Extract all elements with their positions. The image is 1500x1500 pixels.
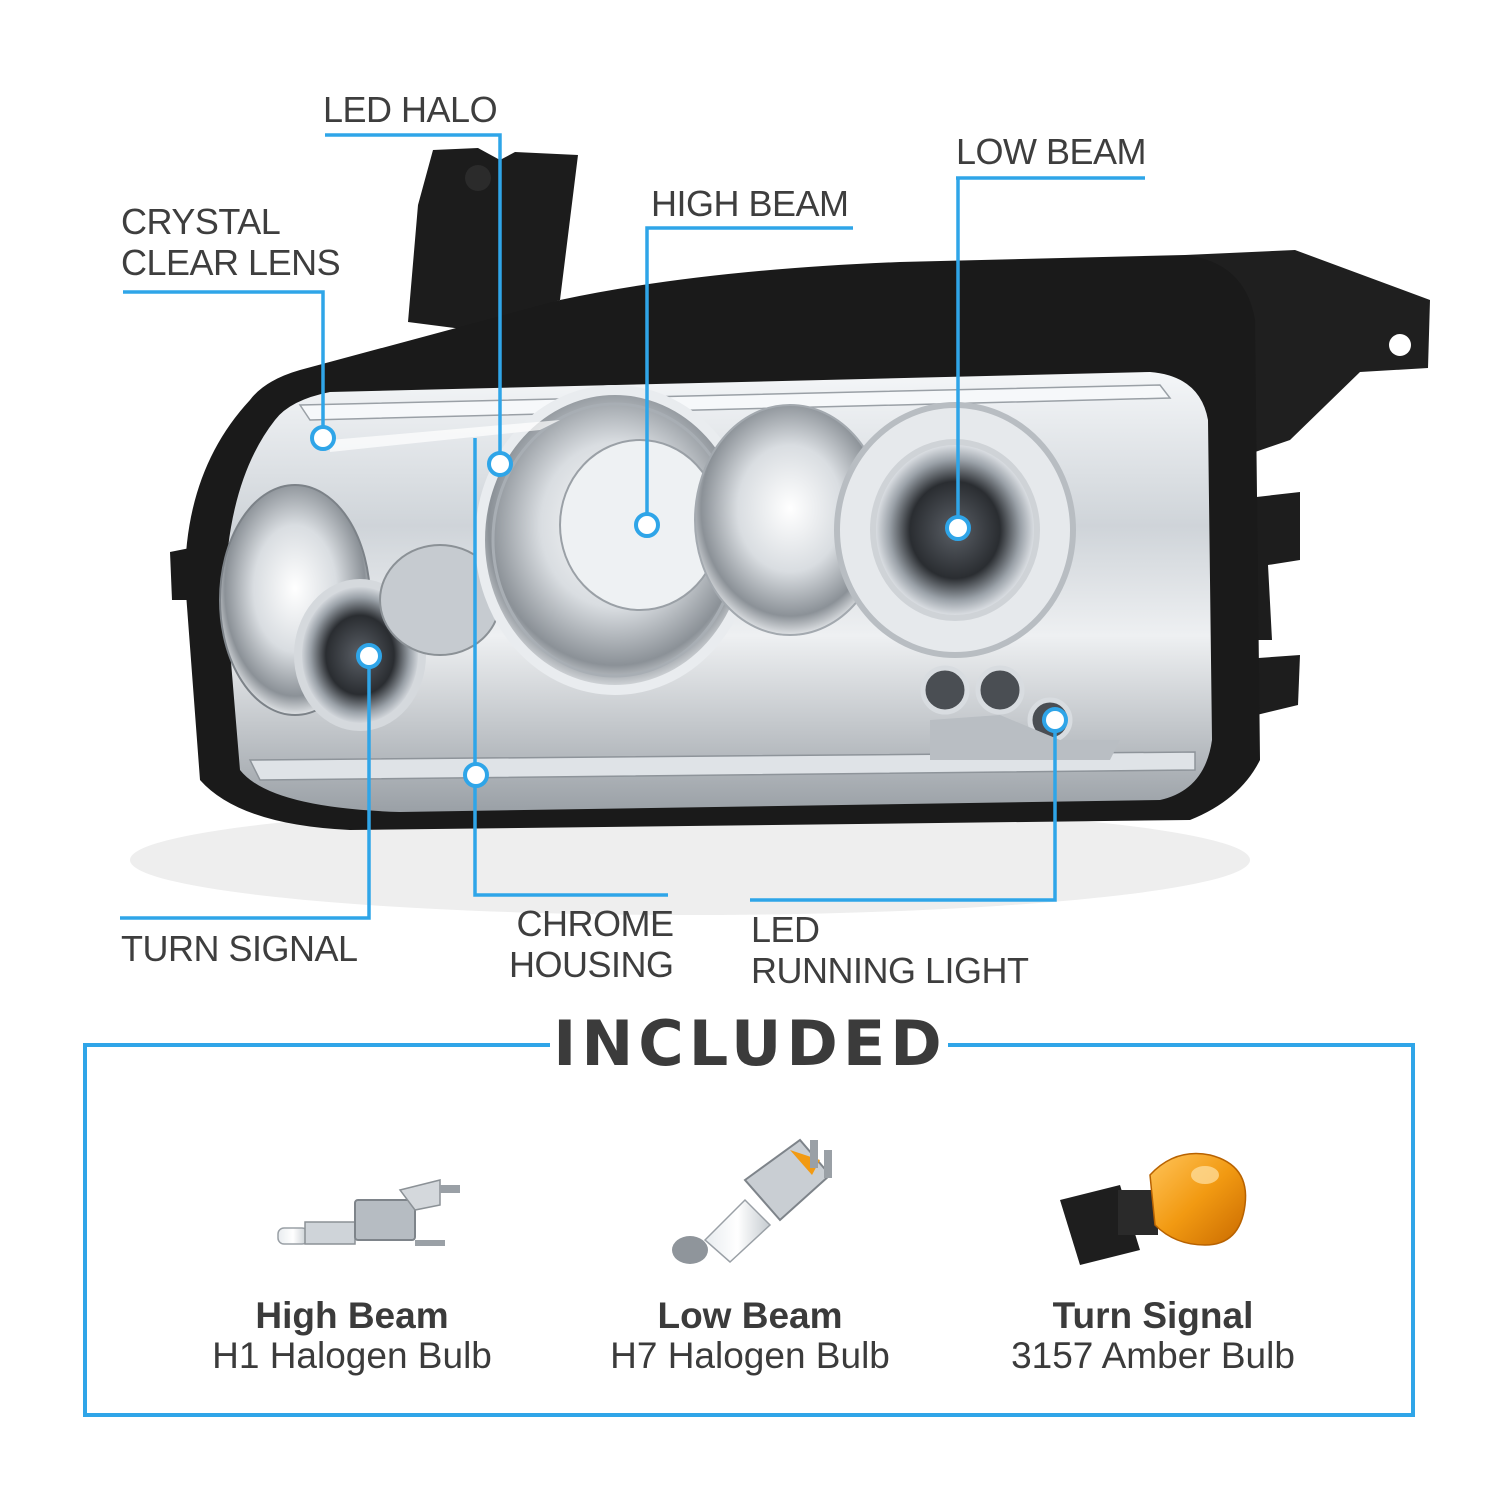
running-light-ring-1 <box>920 665 970 715</box>
label-led-halo-text: LED HALO <box>323 89 498 130</box>
crystal-lens-dot <box>310 425 336 451</box>
included-box <box>83 1043 1415 1417</box>
headlight-shadow <box>130 805 1250 915</box>
included-item-desc: 3157 Amber Bulb <box>1011 1335 1295 1376</box>
included-box-border <box>83 1043 1415 1417</box>
included-item-turn-signal: Turn Signal 3157 Amber Bulb <box>943 1296 1363 1376</box>
callout-dots <box>310 425 1068 788</box>
turn-signal-leader <box>120 656 371 920</box>
top-mount-screw <box>465 165 491 191</box>
label-chrome-line-2: HOUSING <box>509 944 674 985</box>
label-crystal-line-1: CRYSTAL <box>121 201 281 242</box>
label-high-beam-text: HIGH BEAM <box>651 183 849 224</box>
amber-bulb-icon <box>1060 1152 1247 1265</box>
included-item-name: High Beam <box>255 1295 449 1336</box>
included-item-desc: H7 Halogen Bulb <box>610 1335 890 1376</box>
led-halo-leader <box>325 133 502 464</box>
included-item-low-beam: Low Beam H7 Halogen Bulb <box>540 1296 960 1376</box>
label-crystal-clear-lens: CRYSTAL CLEAR LENS <box>121 201 341 283</box>
upper-chrome-bar <box>298 384 1172 421</box>
included-item-desc: H1 Halogen Bulb <box>212 1335 492 1376</box>
included-item-name: Low Beam <box>657 1295 843 1336</box>
label-running-line-2: RUNNING LIGHT <box>751 950 1029 991</box>
crystal-lens-leader <box>123 290 325 438</box>
headlight-image <box>130 148 1430 915</box>
lens-glare <box>330 420 560 452</box>
included-item-high-beam: High Beam H1 Halogen Bulb <box>142 1296 562 1376</box>
h7-bulb-icon <box>672 1138 832 1264</box>
turn-signal-dot <box>356 643 382 669</box>
label-low-beam: LOW BEAM <box>956 131 1147 172</box>
left-clip <box>170 548 195 600</box>
included-title: INCLUDED <box>553 1007 947 1080</box>
h1-bulb-icon <box>277 1179 460 1246</box>
label-led-halo: LED HALO <box>323 89 498 130</box>
label-led-running-light: LED RUNNING LIGHT <box>751 909 1029 991</box>
label-crystal-line-2: CLEAR LENS <box>121 242 341 283</box>
led-halo-dot <box>487 451 513 477</box>
label-chrome-line-1: CHROME <box>516 903 674 944</box>
high-beam-leader <box>645 226 853 525</box>
included-item-name: Turn Signal <box>1052 1295 1254 1336</box>
label-running-line-1: LED <box>751 909 820 950</box>
low-beam-dot <box>945 515 971 541</box>
chrome-housing-leader <box>473 438 668 897</box>
running-light-dot <box>1042 707 1068 733</box>
chrome-housing-dot <box>463 762 489 788</box>
running-light-leader <box>750 720 1057 902</box>
label-turn-signal: TURN SIGNAL <box>121 928 358 969</box>
running-light-base <box>930 715 1120 760</box>
running-light-ring-2 <box>975 665 1025 715</box>
high-beam-dot <box>634 512 660 538</box>
label-chrome-housing: CHROME HOUSING <box>509 903 674 985</box>
label-high-beam: HIGH BEAM <box>651 183 849 224</box>
top-mount-tab <box>408 148 578 330</box>
bracket-hole <box>1389 334 1411 356</box>
label-low-beam-text: LOW BEAM <box>956 131 1147 172</box>
label-turn-signal-text: TURN SIGNAL <box>121 928 358 969</box>
callout-lines <box>120 133 1145 920</box>
